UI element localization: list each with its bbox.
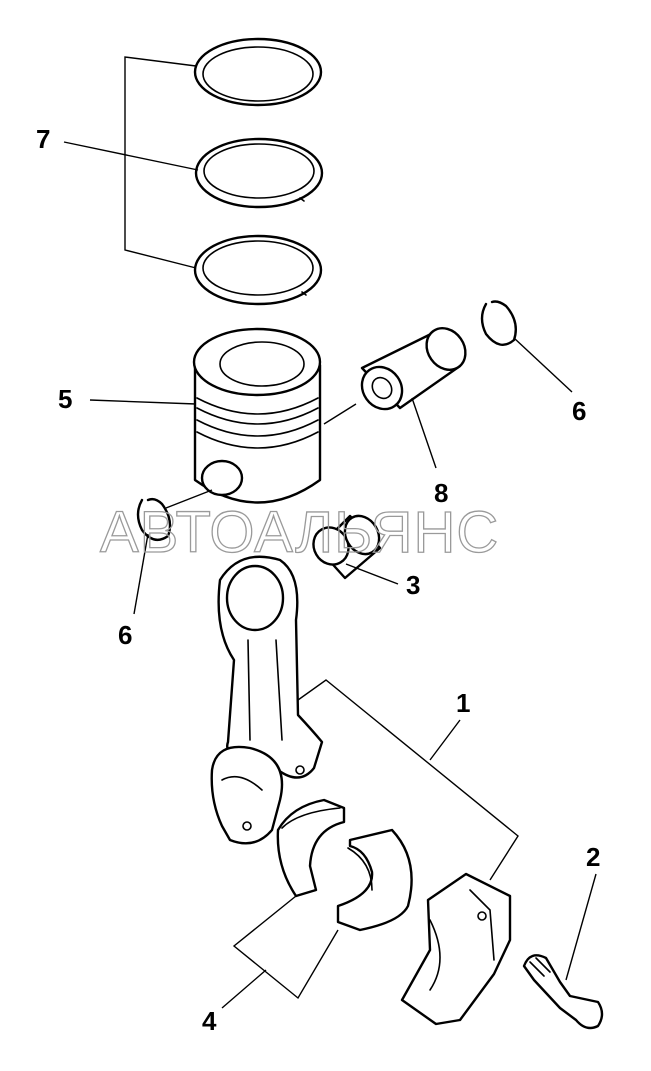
callout-8: 8 [434, 478, 448, 508]
small-end-bushing [312, 514, 382, 580]
callout-2: 2 [586, 842, 600, 872]
circlip-right [480, 300, 517, 346]
piston-ring-middle [194, 137, 324, 209]
callout-7: 7 [36, 124, 50, 154]
bearing-shell-upper [276, 798, 346, 898]
bearing-shell-lower [336, 828, 413, 932]
group-4-outline [221, 895, 339, 1009]
leader-6-right [513, 337, 573, 393]
leader-3 [345, 563, 399, 585]
callout-5: 5 [58, 384, 72, 414]
piston-ring-bottom [193, 234, 323, 306]
watermark-text: АВТОАЛЬЯНС [100, 500, 499, 565]
callout-6-right: 6 [572, 396, 586, 426]
leader-8 [323, 397, 437, 469]
piston [192, 327, 322, 504]
leader-2 [565, 873, 597, 981]
connecting-rod [210, 555, 324, 845]
leader-6-left [133, 533, 149, 615]
connecting-rod-bolt [522, 954, 604, 1030]
rings-group-bracket [124, 56, 197, 269]
callout-6-left: 6 [118, 620, 132, 650]
callout-1: 1 [456, 688, 470, 718]
piston-ring-top [193, 37, 323, 107]
group-1-outline [297, 679, 519, 881]
leader-7 [63, 141, 199, 171]
callout-4: 4 [202, 1006, 217, 1036]
circlip-left [136, 497, 172, 542]
leader-5 [89, 399, 197, 405]
piston-pin [360, 327, 467, 411]
connecting-rod-cap [400, 872, 512, 1026]
leader-6-left-piston [165, 489, 213, 509]
callout-3: 3 [406, 570, 420, 600]
